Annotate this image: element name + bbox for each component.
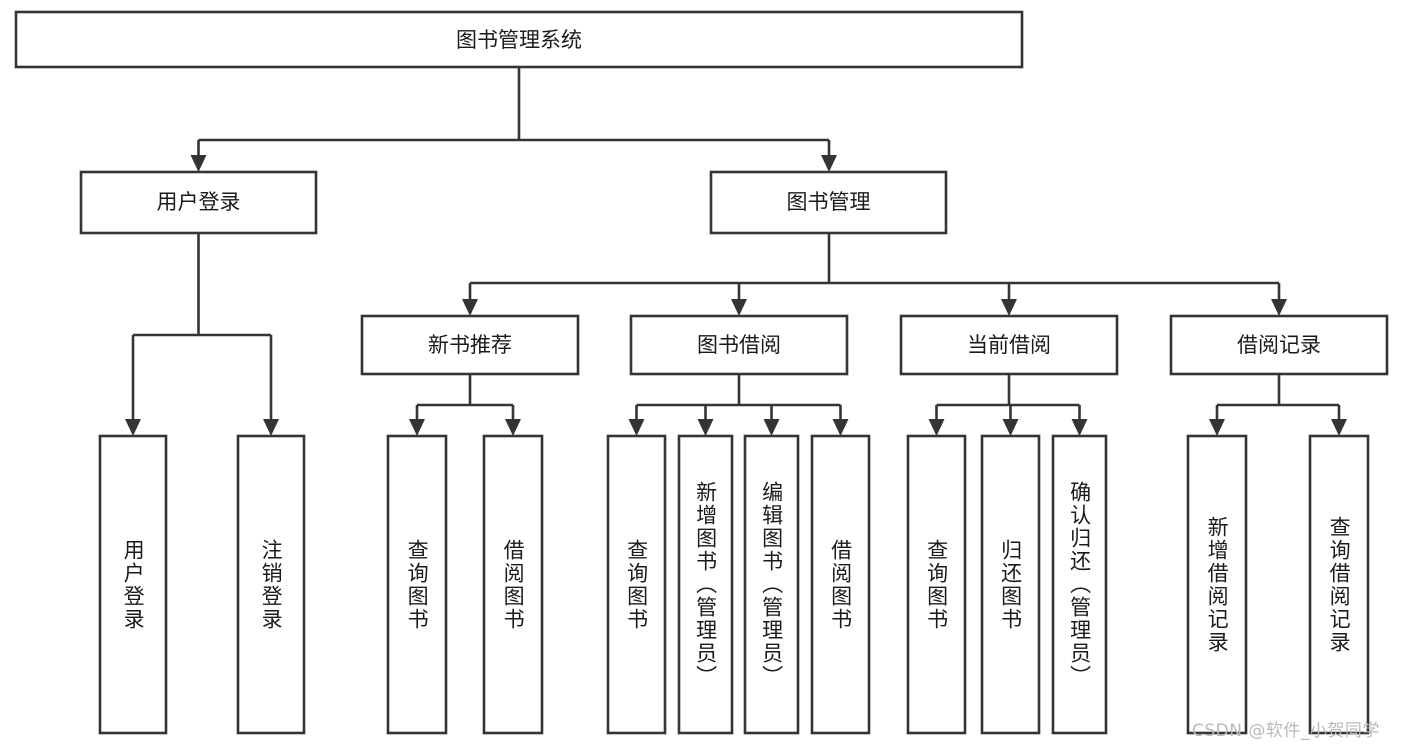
leaf-query-book-current-box[interactable] bbox=[906, 434, 967, 735]
node-user-login[interactable]: 用户登录 bbox=[79, 170, 318, 235]
arrow-head-leaf-confirm-return-admin bbox=[1071, 419, 1088, 436]
node-new-book-recommend-label: 新书推荐 bbox=[428, 333, 512, 357]
node-book-borrow-label: 图书借阅 bbox=[697, 333, 781, 357]
arrow-head-leaf-query-book-borrow bbox=[628, 419, 645, 436]
arrow-head-new-book-recommend bbox=[462, 299, 478, 316]
leaf-add-borrow-record-box[interactable] bbox=[1186, 434, 1248, 735]
arrow-head-leaf-add-borrow-record bbox=[1209, 419, 1225, 436]
node-user-login-label: 用户登录 bbox=[157, 190, 241, 214]
arrow-head-leaf-query-borrow-record bbox=[1331, 419, 1347, 436]
connector-book-borrow-to-leaves bbox=[628, 374, 849, 436]
arrow-head-borrow-record bbox=[1271, 299, 1287, 316]
leaf-query-book-rec-box[interactable] bbox=[386, 434, 448, 735]
leaf-user-login-box[interactable] bbox=[98, 434, 168, 735]
leaf-query-borrow-record-box[interactable] bbox=[1308, 434, 1370, 735]
arrow-head-leaf-edit-book-admin bbox=[763, 419, 780, 436]
leaf-borrow-book-box[interactable] bbox=[810, 434, 871, 735]
arrow-head-leaf-return-book bbox=[1002, 419, 1019, 436]
leaf-add-book-admin-box[interactable] bbox=[677, 434, 734, 735]
arrow-head-current-borrow bbox=[1001, 299, 1017, 316]
arrow-head-leaf-borrow-book bbox=[832, 419, 849, 436]
node-new-book-recommend[interactable]: 新书推荐 bbox=[360, 314, 580, 376]
node-book-borrow-box[interactable] bbox=[629, 314, 849, 376]
node-borrow-record-box[interactable] bbox=[1169, 314, 1389, 376]
connector-book-manage-to-level3 bbox=[462, 233, 1287, 316]
node-book-manage-label: 图书管理 bbox=[787, 190, 871, 214]
arrow-head-leaf-user-login bbox=[125, 419, 141, 436]
leaf-query-book-borrow-box[interactable] bbox=[606, 434, 667, 735]
node-user-login-box[interactable] bbox=[79, 170, 318, 235]
node-root-label: 图书管理系统 bbox=[456, 28, 582, 52]
leaf-borrow-book-rec-box[interactable] bbox=[482, 434, 544, 735]
arrow-head-leaf-query-book-current bbox=[928, 419, 945, 436]
node-current-borrow-box[interactable] bbox=[899, 314, 1119, 376]
connector-borrow-record-to-leaves bbox=[1209, 374, 1347, 436]
node-root-box[interactable] bbox=[14, 10, 1024, 69]
connector-new-book-recommend-to-leaves bbox=[409, 374, 521, 436]
arrow-head-book-borrow bbox=[731, 299, 747, 316]
node-current-borrow-label: 当前借阅 bbox=[967, 333, 1051, 357]
csdn-watermark: CSDN @软件_小贺同学 bbox=[1192, 721, 1380, 741]
connector-user-login-to-leaves bbox=[125, 233, 279, 436]
leaf-edit-book-admin-box[interactable] bbox=[743, 434, 800, 735]
node-borrow-record[interactable]: 借阅记录 bbox=[1169, 314, 1389, 376]
node-book-borrow[interactable]: 图书借阅 bbox=[629, 314, 849, 376]
leaf-boxes-group bbox=[98, 434, 1370, 735]
node-borrow-record-label: 借阅记录 bbox=[1237, 333, 1321, 357]
node-new-book-recommend-box[interactable] bbox=[360, 314, 580, 376]
arrow-head-leaf-query-book-rec bbox=[409, 419, 425, 436]
connector-root-to-level2 bbox=[190, 67, 837, 172]
arrow-head-book-manage bbox=[821, 155, 837, 172]
arrow-head-leaf-user-logout bbox=[263, 419, 279, 436]
arrow-head-leaf-add-book-admin bbox=[697, 419, 714, 436]
arrow-head-user-login bbox=[190, 155, 207, 172]
connector-current-borrow-to-leaves bbox=[928, 374, 1088, 436]
arrow-head-leaf-borrow-book-rec bbox=[505, 419, 521, 436]
leaf-user-logout-box[interactable] bbox=[236, 434, 306, 735]
node-root[interactable]: 图书管理系统 bbox=[14, 10, 1024, 69]
leaf-confirm-return-admin-box[interactable] bbox=[1051, 434, 1108, 735]
node-book-manage-box[interactable] bbox=[709, 170, 948, 235]
node-current-borrow[interactable]: 当前借阅 bbox=[899, 314, 1119, 376]
node-book-manage[interactable]: 图书管理 bbox=[709, 170, 948, 235]
leaf-return-book-box[interactable] bbox=[980, 434, 1041, 735]
